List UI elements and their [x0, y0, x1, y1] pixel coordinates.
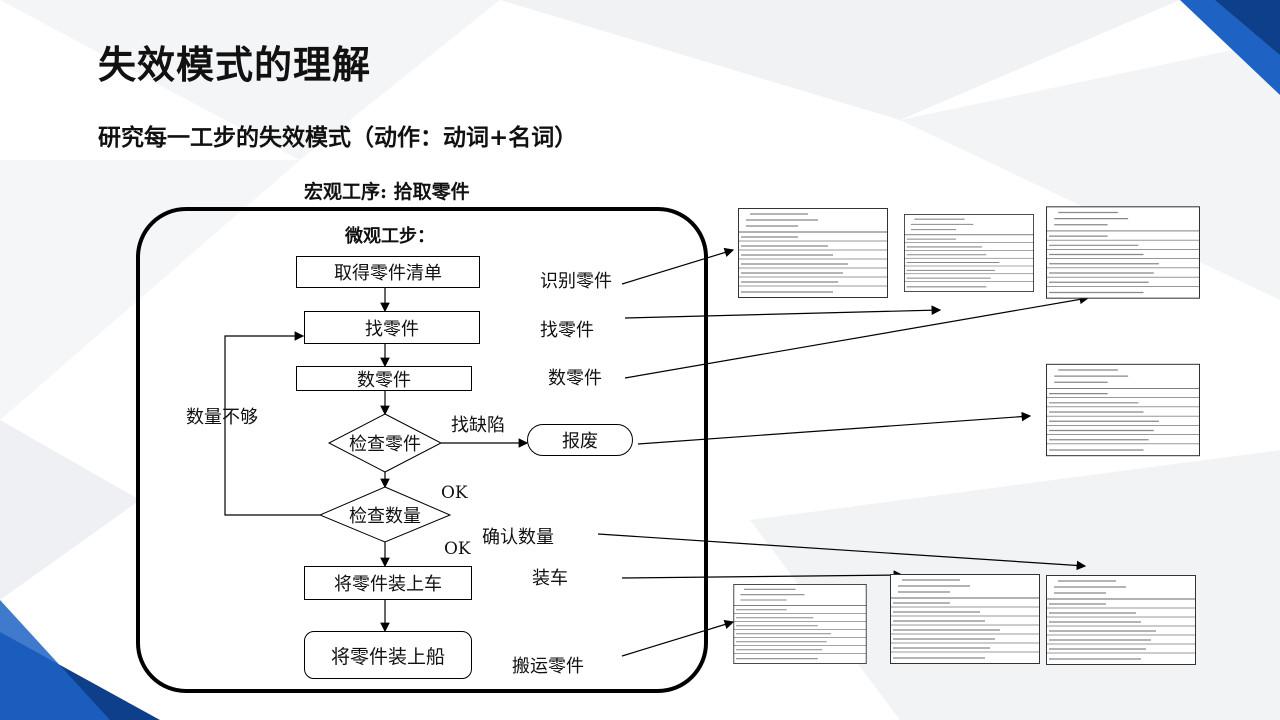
label-ok-top: OK	[441, 483, 468, 503]
step-label: 将零件装上船	[330, 645, 445, 668]
annotation-find-part: 找零件	[540, 320, 594, 341]
step-count-parts: 数零件	[296, 366, 472, 391]
step-label: 找零件	[365, 318, 419, 340]
fm-table-thumbnail-7	[1046, 575, 1196, 665]
step-label: 数零件	[357, 369, 411, 391]
label-ok-bottom: OK	[444, 539, 471, 559]
step-label: 将零件装上车	[334, 574, 442, 595]
page-subtitle: 研究每一工步的失效模式（动作：动词+名词）	[98, 125, 578, 151]
micro-steps-frame	[136, 207, 708, 693]
annotation-count-parts: 数零件	[548, 368, 602, 389]
step-get-parts-list: 取得零件清单	[296, 256, 480, 288]
decision-check-qty-label: 检查数量	[349, 506, 421, 527]
step-load-cart: 将零件装上车	[304, 566, 472, 600]
scrap-terminal: 报废	[527, 424, 633, 456]
scrap-label: 报废	[562, 431, 598, 452]
macro-process-label: 宏观工序: 拾取零件	[304, 181, 470, 203]
fm-table-thumbnail-4	[1046, 363, 1200, 457]
fm-table-thumbnail-5	[733, 584, 867, 664]
annotation-identify-part: 识别零件	[540, 271, 612, 292]
micro-steps-title: 微观工步：	[345, 226, 435, 247]
step-load-ship: 将零件装上船	[304, 631, 472, 679]
page-title: 失效模式的理解	[98, 43, 372, 87]
fm-table-thumbnail-3	[1046, 206, 1200, 299]
annotation-load-cart: 装车	[532, 568, 568, 589]
fm-table-thumbnail-6	[890, 574, 1040, 664]
decision-check-part-label: 检查零件	[349, 434, 421, 455]
label-not-enough: 数量不够	[186, 407, 258, 428]
annotation-confirm-qty: 确认数量	[482, 527, 554, 548]
step-find-part: 找零件	[304, 311, 480, 344]
fm-table-thumbnail-1	[738, 208, 888, 298]
label-find-defect: 找缺陷	[451, 415, 505, 436]
step-label: 取得零件清单	[334, 263, 442, 284]
annotation-carry-parts: 搬运零件	[512, 656, 584, 677]
fm-table-thumbnail-2	[904, 214, 1034, 292]
